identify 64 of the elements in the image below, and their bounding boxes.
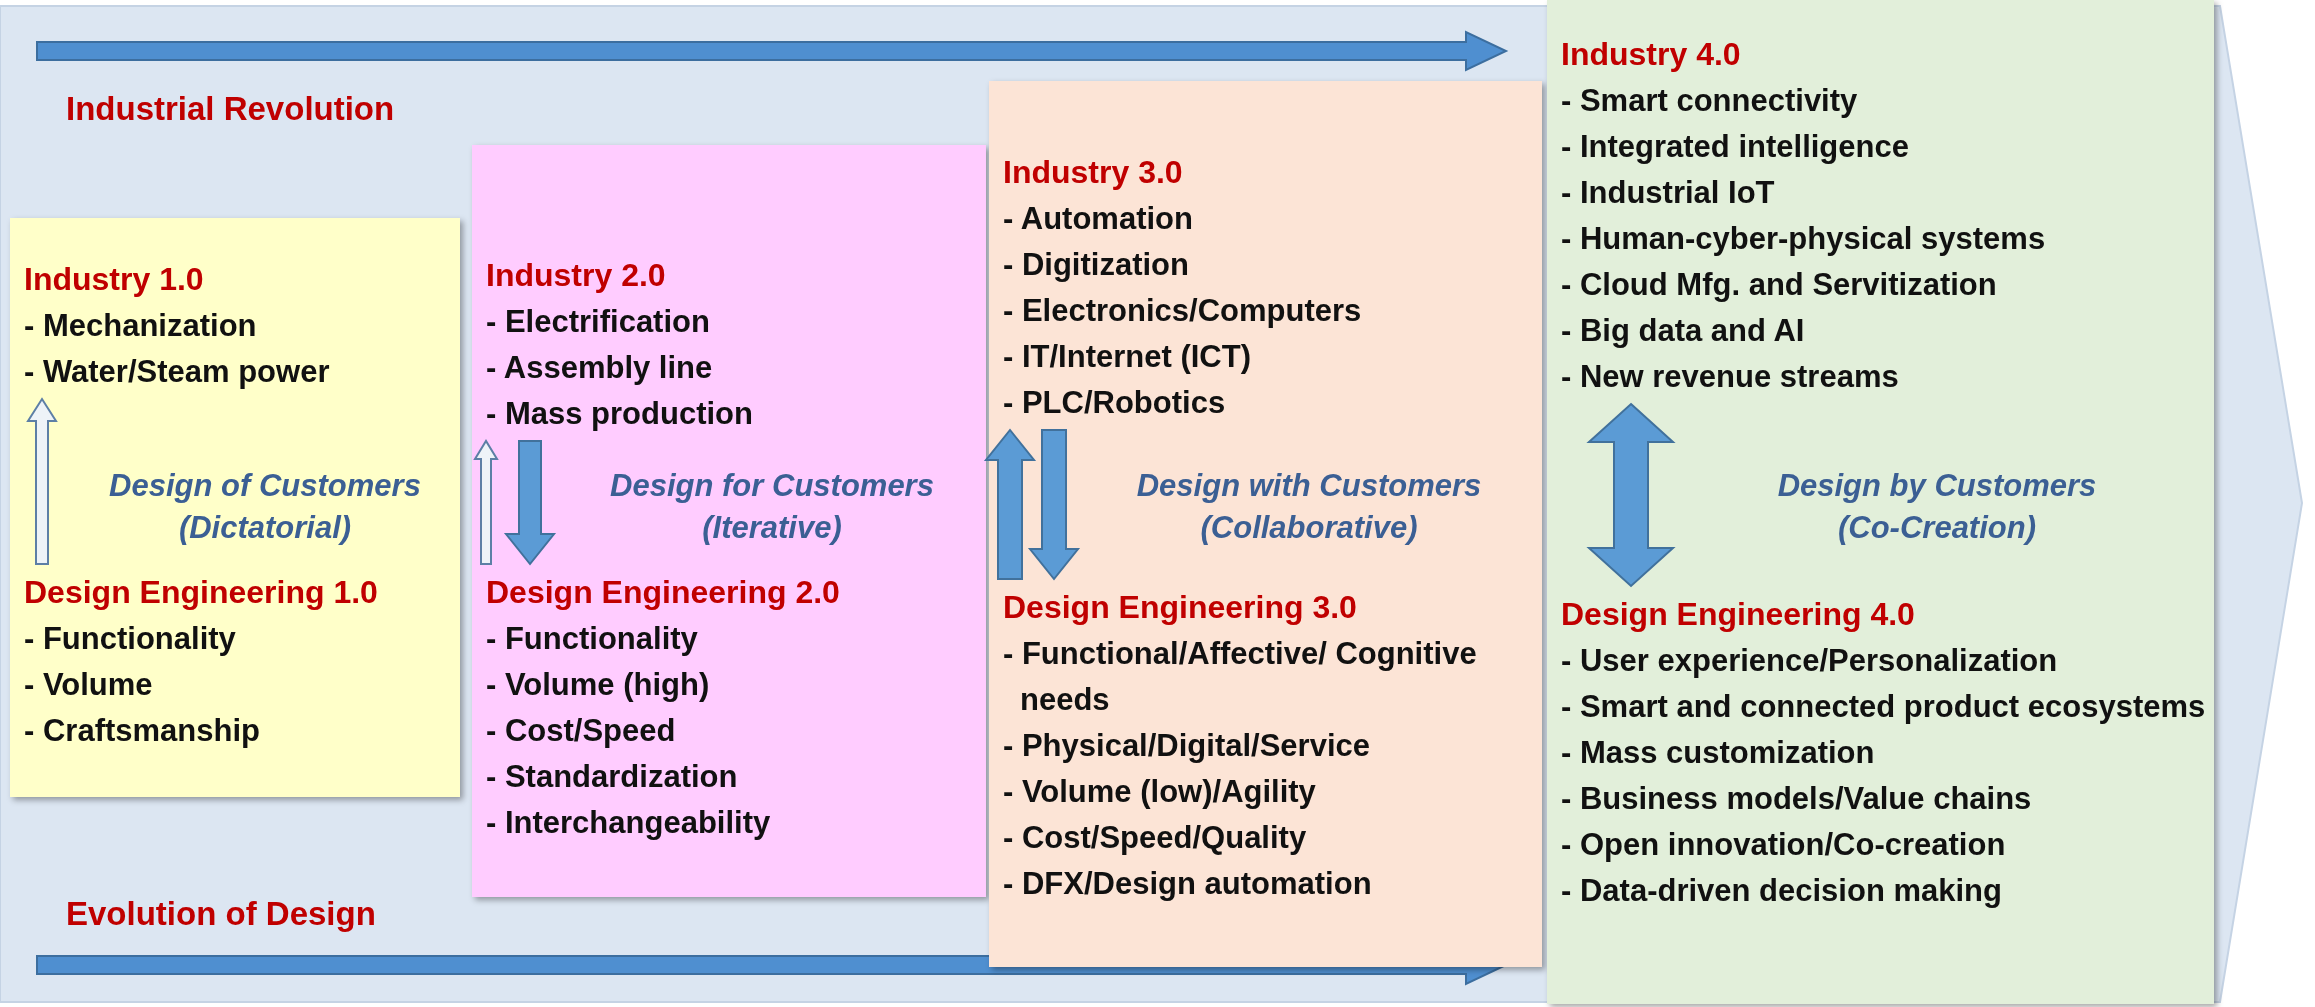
section-heading: Design Engineering 3.0 <box>1003 588 1358 627</box>
list-item: - Craftsmanship <box>24 712 261 750</box>
list-item: - Functionality <box>486 620 699 658</box>
list-item: - Electrification <box>486 303 711 341</box>
design-mode-text: (Dictatorial) <box>177 509 353 547</box>
block-arrow <box>1027 429 1081 581</box>
list-item: - Cost/Speed/Quality <box>1003 819 1308 857</box>
block-arrow <box>473 439 499 565</box>
design-approach-text: Design with Customers <box>1135 467 1483 505</box>
stage-card <box>10 218 460 797</box>
list-item: - Smart connectivity <box>1561 82 1859 120</box>
section-heading: Industry 1.0 <box>24 260 205 299</box>
list-item: - Mass production <box>486 395 754 433</box>
list-item: - Big data and AI <box>1561 312 1806 350</box>
design-mode-text: (Co-Creation) <box>1836 509 2037 547</box>
list-item: - Volume <box>24 666 154 704</box>
list-item: - New revenue streams <box>1561 358 1900 396</box>
design-approach-text: Design for Customers <box>609 467 935 505</box>
stage-card <box>472 145 986 897</box>
list-item: - Data-driven decision making <box>1561 872 2003 910</box>
section-heading: Design Engineering 4.0 <box>1561 595 1916 634</box>
list-item: - Volume (low)/Agility <box>1003 773 1317 811</box>
list-item: - IT/Internet (ICT) <box>1003 338 1252 376</box>
list-item: - Industrial IoT <box>1561 174 1776 212</box>
design-mode-text: (Collaborative) <box>1199 509 1419 547</box>
list-item: - PLC/Robotics <box>1003 384 1227 422</box>
design-approach-text: Design of Customers <box>108 467 422 505</box>
stage-card <box>989 81 1542 967</box>
list-item: - User experience/Personalization <box>1561 642 2059 680</box>
block-arrow <box>1586 402 1676 588</box>
list-item: - Functionality <box>24 620 237 658</box>
list-item: - Automation <box>1003 200 1194 238</box>
list-item: - Electronics/Computers <box>1003 292 1363 330</box>
block-arrow <box>26 397 58 565</box>
list-item: - Water/Steam power <box>24 353 331 391</box>
list-item: - Interchangeability <box>486 804 772 842</box>
list-item: - DFX/Design automation <box>1003 865 1373 903</box>
section-heading: Design Engineering 1.0 <box>24 573 379 612</box>
stage-label: Evolution of Design <box>66 895 376 933</box>
list-item: - Smart and connected product ecosystems <box>1561 688 2206 726</box>
list-item: - Cost/Speed <box>486 712 677 750</box>
list-item: - Human-cyber-physical systems <box>1561 220 2047 258</box>
list-item: - Digitization <box>1003 246 1190 284</box>
section-heading: Design Engineering 2.0 <box>486 573 841 612</box>
stage-label: Industrial Revolution <box>66 90 395 128</box>
list-item: - Volume (high) <box>486 666 711 704</box>
design-approach-text: Design by Customers <box>1776 467 2098 505</box>
list-item: - Business models/Value chains <box>1561 780 2033 818</box>
list-item: - Functional/Affective/ Cognitive needs <box>1003 635 1478 719</box>
section-heading: Industry 4.0 <box>1561 35 1742 74</box>
section-heading: Industry 2.0 <box>486 256 667 295</box>
list-item: - Standardization <box>486 758 739 796</box>
list-item: - Physical/Digital/Service <box>1003 727 1371 765</box>
design-mode-text: (Iterative) <box>701 509 843 547</box>
stage-card <box>1547 0 2214 1004</box>
block-arrow <box>503 440 557 566</box>
list-item: - Integrated intelligence <box>1561 128 1910 166</box>
block-arrow <box>983 428 1037 580</box>
list-item: - Mass customization <box>1561 734 1876 772</box>
list-item: - Mechanization <box>24 307 258 345</box>
section-heading: Industry 3.0 <box>1003 153 1184 192</box>
list-item: - Open innovation/Co-creation <box>1561 826 2007 864</box>
list-item: - Assembly line <box>486 349 714 387</box>
list-item: - Cloud Mfg. and Servitization <box>1561 266 1998 304</box>
